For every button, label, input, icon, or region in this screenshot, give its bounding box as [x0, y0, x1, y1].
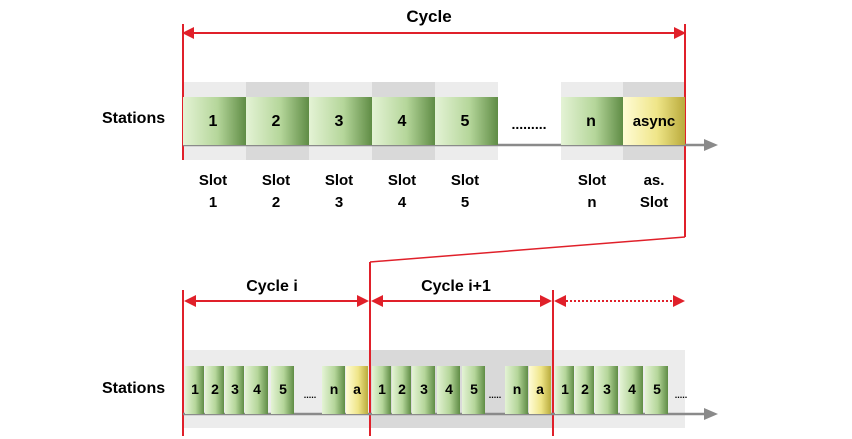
slot-box-label: n	[513, 381, 522, 397]
slot-caption: n	[587, 194, 596, 211]
slot-box-label: 3	[335, 113, 344, 130]
slot-caption: 4	[398, 194, 407, 211]
cycle-label: Cycle	[406, 7, 451, 26]
cycle-i1-arrow	[371, 295, 552, 307]
cycle-i1-label: Cycle i+1	[421, 278, 491, 295]
slot-box-label: async	[633, 113, 676, 130]
slot-caption: 5	[461, 194, 469, 211]
slot-captions: Slot 1 Slot 2 Slot 3 Slot 4 Slot 5 Slot …	[199, 172, 668, 211]
slot-box-label: 1	[561, 381, 569, 397]
stations-label-top: Stations	[102, 110, 165, 127]
slot-box-label: 5	[279, 381, 287, 397]
slot-box-label: 4	[398, 113, 407, 130]
cycle-i-slots: 1 2 3 4 5 ..... n a	[185, 366, 368, 414]
slot-caption: Slot	[578, 172, 606, 189]
top-slot-3: 3	[309, 97, 372, 145]
slot-box-label: 1	[209, 113, 218, 130]
slot-caption: Slot	[199, 172, 227, 189]
top-slot-1: 1	[183, 97, 246, 145]
slot-box-label: 4	[628, 381, 636, 397]
slot-caption: Slot	[388, 172, 416, 189]
slot-ellipsis: .....	[489, 390, 502, 400]
slot-box-label: 2	[398, 381, 406, 397]
slot-box-label: 3	[420, 381, 428, 397]
slot-ellipsis: .........	[511, 116, 546, 132]
slot-ellipsis: .....	[304, 390, 317, 400]
slot-caption: 1	[209, 194, 217, 211]
slot-box-label: 5	[461, 113, 470, 130]
slot-box-label: 5	[653, 381, 661, 397]
slot-box-label: n	[330, 381, 339, 397]
slot-box-label: 4	[445, 381, 453, 397]
slot-caption: 2	[272, 194, 280, 211]
top-slot-async: async	[623, 97, 685, 145]
slot-caption: Slot	[640, 194, 668, 211]
cycle-i-arrow	[184, 295, 369, 307]
top-slot-2: 2	[246, 97, 309, 145]
top-slot-5: 5	[435, 97, 498, 145]
top-slot-4: 4	[372, 97, 435, 145]
slot-box-label: 4	[253, 381, 261, 397]
slot-box-label: 1	[378, 381, 386, 397]
top-slot-n: n	[561, 97, 623, 145]
slot-box-label: 3	[603, 381, 611, 397]
slot-ellipsis: .....	[675, 390, 688, 400]
slot-box-label: 2	[272, 113, 281, 130]
slot-box-label: a	[536, 381, 544, 397]
slot-box-label: a	[353, 381, 361, 397]
slot-box-label: 2	[211, 381, 219, 397]
next-cycle-slots: 1 2 3 4 5 .....	[555, 366, 687, 414]
slot-box-label: 5	[470, 381, 478, 397]
next-cycle-arrow	[554, 295, 685, 307]
slot-box-label: 2	[581, 381, 589, 397]
stations-label-bottom: Stations	[102, 380, 165, 397]
zoom-connector	[369, 236, 686, 263]
slot-caption: Slot	[262, 172, 290, 189]
slot-caption: 3	[335, 194, 343, 211]
slot-box-label: n	[586, 113, 596, 130]
cycle-i1-slots: 1 2 3 4 5 ..... n a	[372, 366, 551, 414]
cycle-i-label: Cycle i	[246, 278, 298, 295]
slot-caption: as.	[644, 172, 665, 189]
top-section: Cycle Stations 1 2 3 4 5	[102, 7, 718, 263]
slot-box-label: 1	[191, 381, 199, 397]
slot-box-label: 3	[231, 381, 239, 397]
slot-caption: Slot	[451, 172, 479, 189]
bottom-section: Cycle i Cycle i+1 Stations 1 2 3 4 5 ...…	[102, 262, 718, 436]
slot-caption: Slot	[325, 172, 353, 189]
cycle-arrow	[182, 27, 686, 39]
